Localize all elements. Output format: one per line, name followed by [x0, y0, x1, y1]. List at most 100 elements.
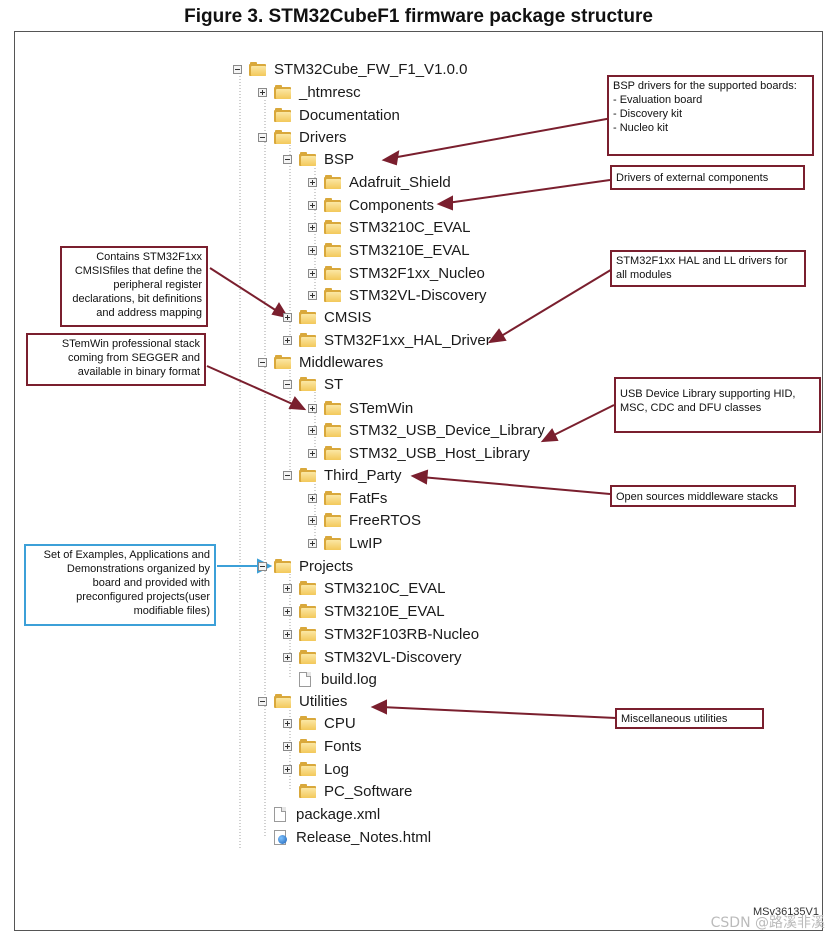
expand-icon[interactable] [308, 425, 317, 435]
expand-icon[interactable] [283, 606, 292, 616]
tree-node-third-party[interactable]: Third_Party [283, 464, 402, 486]
tree-node-stm3210c-eval[interactable]: STM3210C_EVAL [308, 216, 470, 238]
expand-icon[interactable] [308, 403, 317, 413]
tree-node-root[interactable]: STM32Cube_FW_F1_V1.0.0 [233, 58, 467, 80]
expand-icon[interactable] [308, 290, 317, 300]
expand-icon[interactable] [283, 764, 292, 774]
tree-node-usb-device[interactable]: STM32_USB_Device_Library [308, 419, 545, 441]
arrow-stemwin [206, 365, 298, 407]
file-icon [274, 806, 286, 822]
folder-open-icon [274, 130, 291, 144]
expand-icon[interactable] [258, 87, 267, 97]
collapse-icon[interactable] [258, 132, 267, 142]
callout-bsp: BSP drivers for the supported boards: - … [607, 75, 814, 156]
folder-icon [299, 604, 316, 618]
folder-open-icon [299, 377, 316, 391]
collapse-icon[interactable] [258, 561, 267, 571]
folder-icon [299, 310, 316, 324]
folder-icon [324, 401, 341, 415]
tree-node-projects-f103rb[interactable]: STM32F103RB-Nucleo [283, 623, 479, 645]
callout-projects: Set of Examples, Applications and Demons… [24, 544, 216, 626]
folder-icon [299, 762, 316, 776]
expand-icon[interactable] [283, 741, 292, 751]
expand-icon[interactable] [283, 652, 292, 662]
expand-icon[interactable] [308, 177, 317, 187]
tree-node-freertos[interactable]: FreeRTOS [308, 509, 421, 531]
callout-hal: STM32F1xx HAL and LL drivers for all mod… [610, 250, 806, 287]
folder-open-icon [274, 355, 291, 369]
tree-node-adafruit-shield[interactable]: Adafruit_Shield [308, 171, 451, 193]
folder-open-icon [274, 694, 291, 708]
tree-node-f1xx-nucleo[interactable]: STM32F1xx_Nucleo [308, 262, 485, 284]
tree-node-fonts[interactable]: Fonts [283, 735, 362, 757]
tree-node-components[interactable]: Components [308, 194, 434, 216]
tree-node-usb-host[interactable]: STM32_USB_Host_Library [308, 442, 530, 464]
folder-open-icon [299, 468, 316, 482]
tree-node-stm3210e-eval[interactable]: STM3210E_EVAL [308, 239, 470, 261]
tree-node-st[interactable]: ST [283, 373, 343, 395]
expand-icon[interactable] [283, 583, 292, 593]
arrow-bsp [391, 117, 613, 159]
callout-utilities: Miscellaneous utilities [615, 708, 764, 729]
arrow-cmsis [209, 267, 281, 314]
arrow-third-party [420, 476, 611, 495]
tree-node-projects-vl[interactable]: STM32VL-Discovery [283, 646, 462, 668]
folder-icon [324, 423, 341, 437]
callout-usb: USB Device Library supporting HID, MSC, … [614, 377, 821, 433]
tree-node-bsp[interactable]: BSP [283, 148, 354, 170]
collapse-icon[interactable] [258, 357, 267, 367]
collapse-icon[interactable] [283, 154, 292, 164]
collapse-icon[interactable] [233, 64, 242, 74]
tree-node-hal-driver[interactable]: STM32F1xx_HAL_Driver [283, 329, 491, 351]
expand-icon[interactable] [308, 493, 317, 503]
folder-open-icon [299, 152, 316, 166]
tree-node-release-notes[interactable]: Release_Notes.html [258, 826, 431, 848]
figure-title: Figure 3. STM32CubeF1 firmware package s… [184, 6, 653, 27]
tree-node-vl-discovery[interactable]: STM32VL-Discovery [308, 284, 487, 306]
tree-node-projects-stm3210e[interactable]: STM3210E_EVAL [283, 600, 445, 622]
folder-icon [299, 333, 316, 347]
tree-node-drivers[interactable]: Drivers [258, 126, 347, 148]
tree-node-projects[interactable]: Projects [258, 555, 353, 577]
expand-icon[interactable] [283, 312, 292, 322]
folder-icon [324, 266, 341, 280]
expand-icon[interactable] [283, 335, 292, 345]
tree-node-fatfs[interactable]: FatFs [308, 487, 387, 509]
tree-node-utilities[interactable]: Utilities [258, 690, 347, 712]
expand-icon[interactable] [308, 200, 317, 210]
tree-node-lwip[interactable]: LwIP [308, 532, 382, 554]
collapse-icon[interactable] [283, 379, 292, 389]
tree-node-stemwin[interactable]: STemWin [308, 397, 413, 419]
collapse-icon[interactable] [258, 696, 267, 706]
tree-node-cpu[interactable]: CPU [283, 712, 356, 734]
expand-icon[interactable] [283, 629, 292, 639]
tree-node-log[interactable]: Log [283, 758, 349, 780]
expand-icon[interactable] [308, 515, 317, 525]
folder-icon [324, 491, 341, 505]
csdn-watermark: CSDN @路溪非溪 [710, 915, 825, 931]
expand-icon[interactable] [308, 538, 317, 548]
folder-icon [324, 536, 341, 550]
folder-icon [299, 739, 316, 753]
expand-icon[interactable] [308, 268, 317, 278]
expand-icon[interactable] [308, 245, 317, 255]
folder-icon [324, 513, 341, 527]
expand-icon[interactable] [308, 222, 317, 232]
tree-node-projects-stm3210c[interactable]: STM3210C_EVAL [283, 577, 445, 599]
tree-node-middlewares[interactable]: Middlewares [258, 351, 383, 373]
collapse-icon[interactable] [283, 470, 292, 480]
tree-node-documentation[interactable]: Documentation [258, 104, 400, 126]
callout-cmsis: Contains STM32F1xx CMSISfiles that defin… [60, 246, 208, 327]
folder-icon [324, 198, 341, 212]
arrow-hal [497, 267, 615, 339]
tree-node-build-log[interactable]: build.log [283, 668, 377, 690]
tree-node-pc-software[interactable]: PC_Software [283, 780, 412, 802]
folder-icon [324, 220, 341, 234]
tree-node-htmresc[interactable]: _htmresc [258, 81, 361, 103]
expand-icon[interactable] [283, 718, 292, 728]
tree-node-cmsis[interactable]: CMSIS [283, 306, 372, 328]
expand-icon[interactable] [308, 448, 317, 458]
folder-icon [299, 716, 316, 730]
tree-node-package-xml[interactable]: package.xml [258, 803, 380, 825]
callout-stemwin: STemWin professional stack coming from S… [26, 333, 206, 386]
